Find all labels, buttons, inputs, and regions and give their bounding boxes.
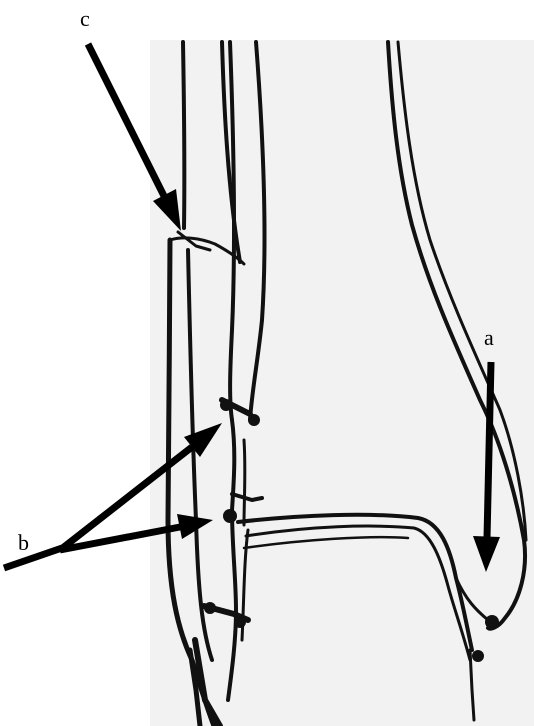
film-background (150, 40, 534, 726)
label-a: a (484, 325, 494, 350)
label-c: c (80, 6, 90, 31)
label-b: b (18, 530, 29, 555)
